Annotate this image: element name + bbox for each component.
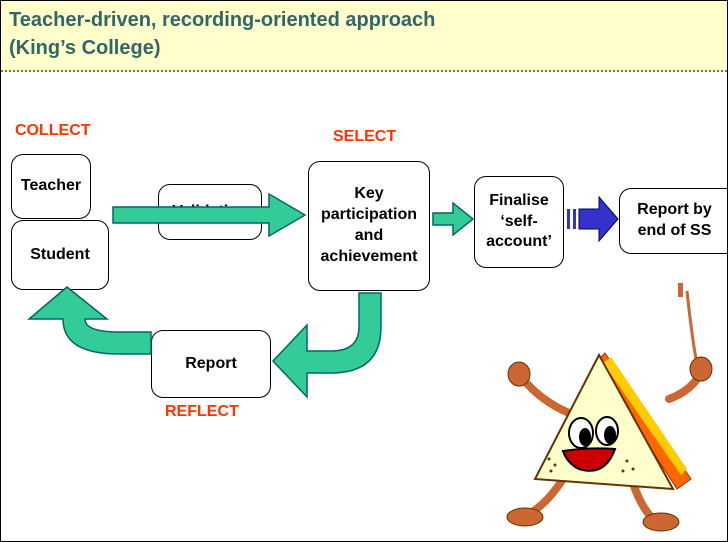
arrow-collect-to-select	[112, 192, 307, 238]
report-ss-line-2: end of SS	[637, 222, 712, 239]
report-ss-line-1: Report by	[637, 201, 712, 219]
teacher-label: Teacher	[20, 177, 82, 195]
finalise-line-1: Finalise	[489, 191, 549, 209]
stage-collect: COLLECT	[15, 122, 91, 139]
key-line-1: Key	[354, 185, 384, 203]
key-participation-box: Key participation and achievement	[308, 161, 430, 291]
sandwich-mascot-icon	[506, 283, 713, 532]
report-label: Report	[185, 354, 237, 372]
finalise-line-2: ‘self-	[500, 212, 538, 230]
student-label: Student	[30, 245, 90, 263]
arrow-finalise-to-report	[567, 195, 619, 243]
finalise-line-3: account’	[486, 233, 552, 251]
report-ss-box: Report by end of SS	[619, 188, 727, 254]
arrow-select-to-finalise	[432, 201, 475, 237]
page-subtitle: (King’s College)	[9, 37, 161, 59]
report-box: Report	[151, 330, 271, 398]
key-line-2: participation	[320, 206, 417, 224]
stage-reflect: REFLECT	[165, 403, 239, 420]
key-line-4: achievement	[320, 247, 418, 265]
student-box: Student	[11, 220, 109, 290]
stage-select: SELECT	[333, 128, 397, 145]
title-bar: Teacher-driven, recording-oriented appro…	[1, 1, 727, 72]
arrow-reflect-to-collect	[26, 286, 152, 355]
arrow-select-to-reflect	[271, 292, 382, 399]
finalise-box: Finalise ‘self- account’	[474, 176, 564, 268]
teacher-box: Teacher	[11, 154, 91, 219]
key-line-3: and	[354, 227, 384, 244]
page-title: Teacher-driven, recording-oriented appro…	[9, 9, 436, 31]
